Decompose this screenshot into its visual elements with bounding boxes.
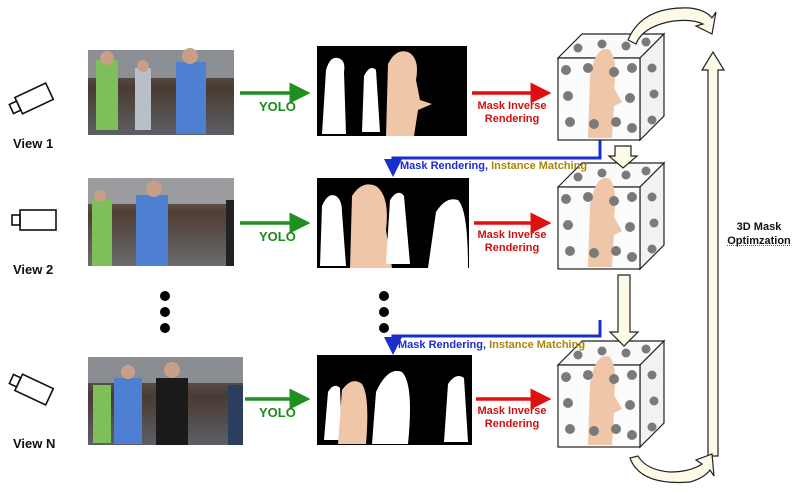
- voxel-dot: [647, 422, 657, 432]
- voxel-dot: [641, 166, 651, 176]
- voxel-dot: [649, 396, 659, 406]
- voxel-dot: [597, 168, 607, 178]
- voxel-dot: [561, 194, 571, 204]
- voxel-dot: [573, 172, 583, 182]
- ellipsis-dot: [160, 291, 170, 301]
- camera-icon-view-n: [8, 373, 55, 406]
- voxel-dot: [565, 246, 575, 256]
- optimization-line-1: 3D Mask: [736, 221, 782, 233]
- voxel-dot: [573, 350, 583, 360]
- voxel-dot: [597, 346, 607, 356]
- inverse-label-line-1: Mask Inverse: [477, 405, 547, 417]
- voxel-dot: [621, 348, 631, 358]
- voxel-dot: [609, 67, 619, 77]
- voxel-dot: [625, 222, 635, 232]
- input-photo-view-n: [88, 357, 243, 445]
- camera-icon-view-1: [8, 82, 55, 115]
- voxel-dot: [641, 344, 651, 354]
- down-arrow-2: [608, 274, 640, 347]
- voxel-dot: [563, 91, 573, 101]
- voxel-dot: [621, 41, 631, 51]
- voxel-dot: [621, 170, 631, 180]
- instance-matching-text: Instance Matching: [486, 339, 586, 351]
- inverse-label-view-2: Mask Inverse Rendering: [474, 229, 550, 255]
- yolo-label-view-2: YOLO: [259, 229, 296, 244]
- voxel-cube-view-1: [556, 32, 666, 142]
- rendering-arrow-2: [384, 320, 602, 355]
- optimization-arrow: [627, 7, 726, 484]
- voxel-dot: [563, 398, 573, 408]
- camera-icon-view-2: [11, 209, 57, 231]
- view-2-label: View 2: [13, 262, 54, 277]
- voxel-dot: [563, 220, 573, 230]
- inverse-label-view-n: Mask Inverse Rendering: [474, 405, 550, 431]
- voxel-dot: [625, 93, 635, 103]
- voxel-dot: [627, 192, 637, 202]
- input-photo-view-1: [88, 48, 234, 135]
- voxel-dot: [609, 196, 619, 206]
- view-1-label: View 1: [13, 136, 54, 151]
- voxel-cube-view-n: [556, 339, 666, 449]
- optimization-label: 3D Mask Optimzation: [720, 220, 798, 248]
- voxel-dot: [611, 424, 621, 434]
- inverse-label-line-1: Mask Inverse: [477, 100, 547, 112]
- instance-matching-text: Instance Matching: [488, 160, 588, 172]
- voxel-dot: [627, 430, 637, 440]
- view-n-label: View N: [13, 436, 56, 451]
- voxel-dot: [647, 192, 657, 202]
- mask-image-view-n: [317, 355, 472, 445]
- voxel-dot: [627, 63, 637, 73]
- inverse-label-line-1: Mask Inverse: [477, 229, 547, 241]
- voxel-dot: [647, 244, 657, 254]
- voxel-cube-view-2: [556, 161, 666, 271]
- voxel-dot: [565, 424, 575, 434]
- voxel-dot: [627, 370, 637, 380]
- voxel-dot: [589, 119, 599, 129]
- mask-rendering-text: Mask Rendering,: [400, 160, 489, 172]
- inverse-label-line-2: Rendering: [484, 418, 540, 430]
- ellipsis-dot: [379, 307, 389, 317]
- voxel-dot: [611, 246, 621, 256]
- voxel-dot: [647, 115, 657, 125]
- voxel-dot: [561, 65, 571, 75]
- ellipsis-dot: [160, 307, 170, 317]
- voxel-dot: [583, 370, 593, 380]
- ellipsis-dot: [160, 323, 170, 333]
- input-photo-view-2: [88, 178, 234, 266]
- inverse-label-view-1: Mask Inverse Rendering: [474, 100, 550, 126]
- voxel-dot: [597, 39, 607, 49]
- voxel-dot: [561, 372, 571, 382]
- voxel-dot: [611, 117, 621, 127]
- ellipsis-dot: [379, 323, 389, 333]
- yolo-label-view-n: YOLO: [259, 405, 296, 420]
- mask-image-view-2: [317, 178, 469, 268]
- voxel-dot: [583, 192, 593, 202]
- yolo-label-view-1: YOLO: [259, 99, 296, 114]
- down-arrow-1: [607, 145, 639, 169]
- voxel-dot: [647, 63, 657, 73]
- voxel-dot: [589, 426, 599, 436]
- voxel-dot: [565, 117, 575, 127]
- voxel-dot: [647, 370, 657, 380]
- voxel-dot: [649, 89, 659, 99]
- mask-rendering-label-2: Mask Rendering, Instance Matching: [398, 339, 585, 352]
- voxel-dot: [649, 218, 659, 228]
- voxel-dot: [573, 43, 583, 53]
- ellipsis-dot: [379, 291, 389, 301]
- voxel-dot: [589, 248, 599, 258]
- inverse-label-line-2: Rendering: [484, 113, 540, 125]
- voxel-dot: [627, 123, 637, 133]
- voxel-dot: [627, 252, 637, 262]
- mask-image-view-1: [317, 46, 467, 137]
- voxel-dot: [641, 37, 651, 47]
- rendering-arrow-1: [384, 138, 602, 177]
- inverse-label-line-2: Rendering: [484, 242, 540, 254]
- voxel-dot: [625, 400, 635, 410]
- optimization-line-2: Optimzation: [727, 235, 791, 247]
- voxel-dot: [583, 63, 593, 73]
- mask-rendering-label-1: Mask Rendering, Instance Matching: [400, 160, 587, 173]
- mask-rendering-text: Mask Rendering,: [398, 339, 487, 351]
- voxel-dot: [609, 374, 619, 384]
